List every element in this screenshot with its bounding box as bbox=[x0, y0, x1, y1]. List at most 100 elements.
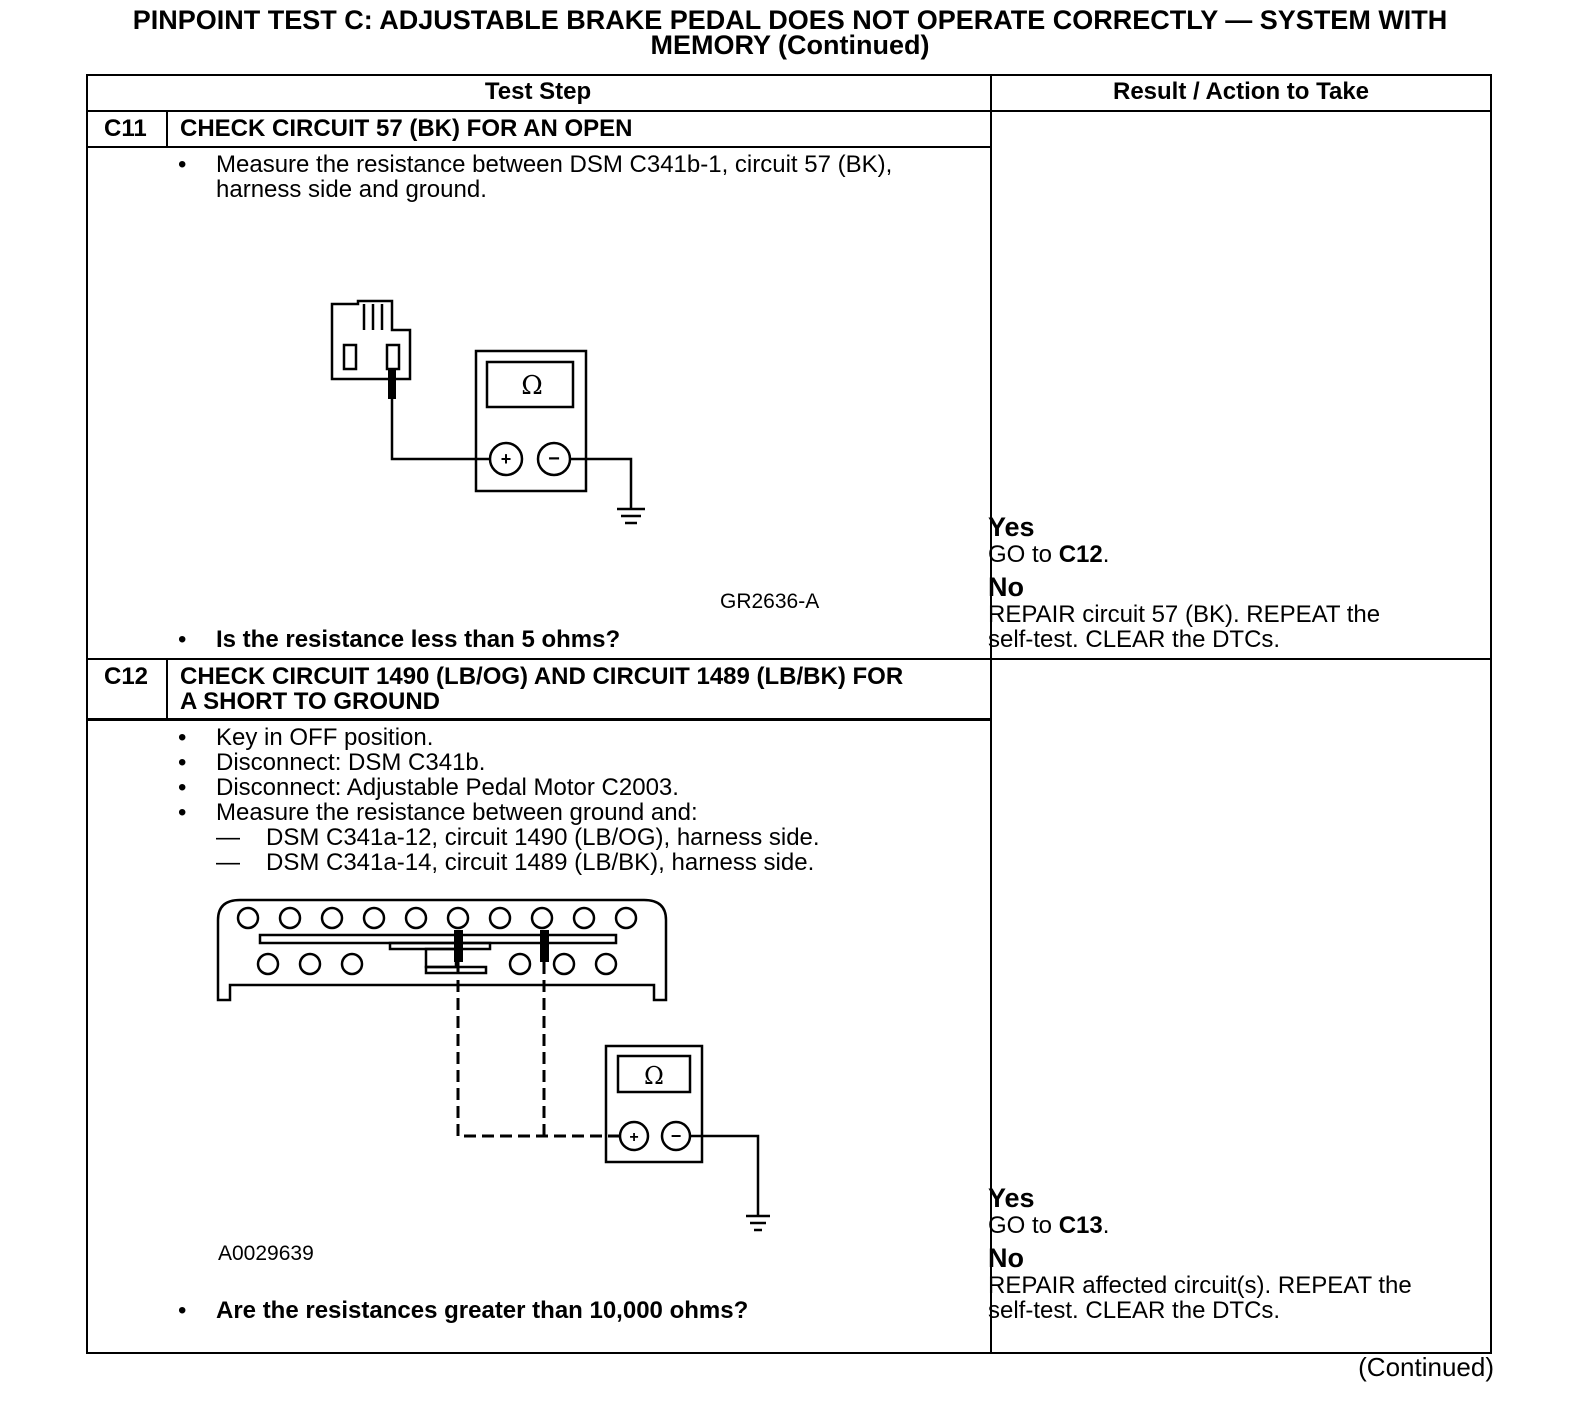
c12-yes-suffix: . bbox=[1102, 1212, 1110, 1239]
test-lead-ground bbox=[690, 1134, 760, 1216]
c12-dash-item-2: DSM C341a-14, circuit 1489 (LB/BK), harn… bbox=[266, 849, 815, 876]
c12-instruction-1: Key in OFF position. bbox=[216, 724, 434, 751]
c11-instruction-line-1: Measure the resistance between DSM C341b… bbox=[216, 151, 893, 178]
connector-pin bbox=[362, 906, 386, 930]
connector-outline bbox=[330, 299, 412, 381]
minus-sign: − bbox=[671, 1126, 682, 1146]
c12-no-action-line-1: REPAIR affected circuit(s). REPEAT the bbox=[988, 1272, 1412, 1299]
step-heading-c12-line-2: A SHORT TO GROUND bbox=[180, 688, 441, 715]
bullet-dot: • bbox=[178, 626, 187, 653]
title-line-1: PINPOINT TEST C: ADJUSTABLE BRAKE PEDAL … bbox=[132, 5, 1448, 35]
c12-dash-item-1: DSM C341a-12, circuit 1490 (LB/OG), harn… bbox=[266, 824, 820, 851]
connector-c341a-outline bbox=[216, 898, 668, 1002]
c12-figure-id: A0029639 bbox=[218, 1242, 314, 1265]
test-lead-circuit-1490 bbox=[456, 962, 620, 1138]
table-border-top bbox=[86, 74, 1492, 76]
connector-pin bbox=[320, 906, 344, 930]
dash-mark: — bbox=[216, 849, 240, 876]
header-result-action: Result / Action to Take bbox=[1112, 78, 1370, 105]
step-heading-c12-line-1: CHECK CIRCUIT 1490 (LB/OG) AND CIRCUIT 1… bbox=[180, 663, 904, 690]
c11-yes-suffix: . bbox=[1102, 541, 1110, 568]
connector-pin-cavity bbox=[385, 343, 401, 371]
connector-pin bbox=[614, 906, 638, 930]
test-lead-positive bbox=[390, 397, 490, 461]
ohm-symbol: Ω bbox=[644, 1062, 664, 1090]
probe-tip bbox=[388, 369, 396, 399]
c11-yes-action: GO to C12. bbox=[988, 542, 1109, 567]
c12-no-label: No bbox=[988, 1243, 1024, 1273]
c12-instruction-3: Disconnect: Adjustable Pedal Motor C2003… bbox=[216, 774, 679, 801]
table-border-bottom bbox=[86, 1352, 1492, 1354]
bullet-dot: • bbox=[178, 151, 187, 178]
bullet-dot: • bbox=[178, 799, 187, 826]
c11-instruction-line-2: harness side and ground. bbox=[216, 176, 487, 203]
table-border-left bbox=[86, 74, 88, 1354]
connector-rail bbox=[424, 947, 458, 969]
page-title: PINPOINT TEST C: ADJUSTABLE BRAKE PEDAL … bbox=[80, 5, 1500, 60]
connector-pin bbox=[298, 952, 322, 976]
header-divider bbox=[86, 110, 1492, 112]
c12-yes-target: C13 bbox=[1058, 1212, 1103, 1239]
ohm-symbol: Ω bbox=[521, 371, 543, 401]
title-line-2: MEMORY (Continued) bbox=[650, 30, 930, 60]
bullet-dot: • bbox=[178, 724, 187, 751]
c11-no-label: No bbox=[988, 572, 1024, 602]
c12-yes-prefix: GO to bbox=[988, 1212, 1059, 1239]
step-separator bbox=[86, 658, 1492, 660]
connector-pin bbox=[404, 906, 428, 930]
connector-pin bbox=[340, 952, 364, 976]
column-divider bbox=[990, 74, 992, 1354]
test-lead-ground bbox=[570, 457, 633, 509]
bullet-dot: • bbox=[178, 1297, 187, 1324]
plus-sign: + bbox=[501, 449, 512, 469]
ohmmeter-display bbox=[485, 360, 575, 409]
c12-instruction-2: Disconnect: DSM C341b. bbox=[216, 749, 486, 776]
c11-yes-prefix: GO to bbox=[988, 541, 1059, 568]
c12-resistance-diagram: Ω + − bbox=[216, 898, 770, 1232]
connector-pin bbox=[572, 906, 596, 930]
bullet-dot: • bbox=[178, 749, 187, 776]
c11-heading-divider bbox=[86, 146, 992, 148]
connector-rail bbox=[424, 965, 488, 975]
pinpoint-test-table: Test Step Result / Action to Take C11 CH… bbox=[86, 74, 1492, 1354]
c11-figure-id: GR2636-A bbox=[720, 590, 820, 613]
ohmmeter-body bbox=[474, 349, 588, 493]
c11-question: Is the resistance less than 5 ohms? bbox=[216, 626, 621, 653]
c11-id-divider bbox=[166, 110, 168, 147]
connector-pin bbox=[256, 952, 280, 976]
header-test-step: Test Step bbox=[484, 78, 592, 105]
continued-note: (Continued) bbox=[1358, 1352, 1494, 1382]
step-id-c12: C12 bbox=[104, 663, 149, 690]
connector-pin-cavity bbox=[342, 343, 358, 371]
connector-pin bbox=[508, 952, 532, 976]
connector-pin bbox=[488, 906, 512, 930]
step-id-c11: C11 bbox=[104, 115, 147, 142]
connector-pin bbox=[594, 952, 618, 976]
probe-tip bbox=[454, 930, 463, 962]
c12-id-divider bbox=[166, 658, 168, 720]
minus-sign: − bbox=[548, 448, 560, 470]
c11-no-action-line-1: REPAIR circuit 57 (BK). REPEAT the bbox=[988, 601, 1381, 628]
step-heading-c11: CHECK CIRCUIT 57 (BK) FOR AN OPEN bbox=[180, 115, 633, 142]
connector-pin bbox=[278, 906, 302, 930]
plus-sign: + bbox=[629, 1129, 638, 1146]
ohmmeter-body bbox=[604, 1044, 704, 1164]
c11-yes-label: Yes bbox=[988, 512, 1035, 542]
probe-tip bbox=[540, 930, 549, 962]
c11-no-action-line-2: self-test. CLEAR the DTCs. bbox=[988, 626, 1281, 653]
connector-pin bbox=[236, 906, 260, 930]
c12-instruction-4: Measure the resistance between ground an… bbox=[216, 799, 698, 826]
bullet-dot: • bbox=[178, 774, 187, 801]
c12-question: Are the resistances greater than 10,000 … bbox=[216, 1297, 749, 1324]
ohmmeter-display bbox=[616, 1054, 692, 1094]
table-border-right bbox=[1490, 74, 1492, 1354]
connector-pin bbox=[530, 906, 554, 930]
connector-pin bbox=[552, 952, 576, 976]
c11-resistance-diagram: Ω + − bbox=[330, 299, 645, 525]
c12-yes-action: GO to C13. bbox=[988, 1213, 1109, 1238]
c12-yes-label: Yes bbox=[988, 1183, 1035, 1213]
c12-heading-divider bbox=[86, 718, 992, 721]
c11-yes-target: C12 bbox=[1058, 541, 1103, 568]
c12-no-action-line-2: self-test. CLEAR the DTCs. bbox=[988, 1297, 1281, 1324]
connector-pin bbox=[446, 906, 470, 930]
